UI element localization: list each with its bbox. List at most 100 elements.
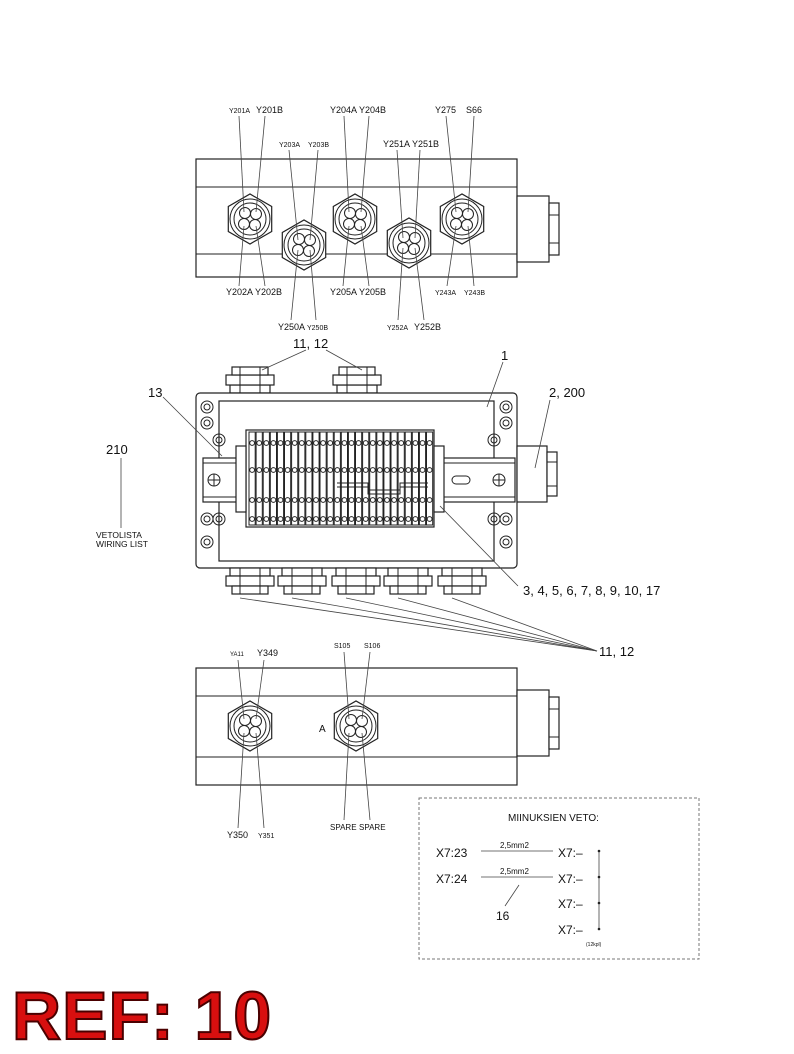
bottom-side-gland-2 <box>277 567 327 595</box>
wiring-box: MIINUKSIEN VETO: X7:23 2,5mm2 X7:– X7:24… <box>418 797 700 960</box>
terminal <box>404 431 412 526</box>
bottom-view-gland-2 <box>333 700 379 752</box>
top-view-gland-4 <box>386 217 432 269</box>
top-view: Y201A Y201B Y203A Y203B Y204A Y204B Y251… <box>195 105 560 332</box>
bottom-side-gland-5 <box>437 567 487 595</box>
terminal <box>255 431 263 526</box>
mount-hole <box>212 433 226 447</box>
wire-row-2-size: 2,5mm2 <box>500 867 529 876</box>
terminal <box>326 431 334 526</box>
label-y201a: Y201A <box>229 108 250 115</box>
wiring-note-qty: (12kpl) <box>586 942 602 948</box>
label-y202b: Y202B <box>255 287 282 297</box>
callout-enclosure: 1 <box>501 348 508 363</box>
mount-hole <box>499 400 513 414</box>
wiring-box-frame <box>418 797 700 960</box>
terminal <box>362 431 370 526</box>
middle-view-side-gland <box>516 445 558 503</box>
top-view-gland-1 <box>227 193 273 245</box>
terminal <box>284 431 292 526</box>
terminal <box>376 431 384 526</box>
terminal <box>411 431 419 526</box>
top-view-gland-2 <box>281 219 327 271</box>
wire-row-2-from: X7:24 <box>436 872 468 886</box>
label-s106: S106 <box>364 643 380 650</box>
bottom-side-gland-3 <box>331 567 381 595</box>
terminal-block <box>235 429 445 528</box>
mount-hole <box>499 416 513 430</box>
terminal <box>355 431 363 526</box>
bottom-view: YA11 Y349 S105 S106 Y350 Y351 SPARE SPAR… <box>195 643 560 840</box>
terminal <box>312 431 320 526</box>
mount-hole <box>499 535 513 549</box>
top-side-gland-2 <box>332 366 382 394</box>
label-y202a: Y202A <box>226 287 253 297</box>
terminal <box>340 431 348 526</box>
mount-hole <box>487 433 501 447</box>
callout-terminals: 3, 4, 5, 6, 7, 8, 9, 10, 17 <box>523 583 660 598</box>
bottom-side-gland-4 <box>383 567 433 595</box>
wiring-list-label-fi: VETOLISTA <box>96 530 142 540</box>
label-y351: Y351 <box>258 833 274 840</box>
callout-side-gland: 2, 200 <box>549 385 585 400</box>
label-y205b: Y205B <box>359 287 386 297</box>
label-y243a: Y243A <box>435 290 456 297</box>
label-s105: S105 <box>334 643 350 650</box>
label-y205a: Y205A <box>330 287 357 297</box>
label-y349: Y349 <box>257 648 278 658</box>
bottom-side-gland-1 <box>225 567 275 595</box>
bottom-view-side-gland <box>516 689 560 757</box>
wire-row-2-to: X7:– <box>558 872 583 886</box>
label-s66: S66 <box>466 105 482 115</box>
label-y204b: Y204B <box>359 105 386 115</box>
terminal <box>276 431 285 526</box>
callout-wiring-list-ref: 210 <box>106 442 128 457</box>
label-y250b: Y250B <box>307 325 328 332</box>
terminal <box>291 431 299 526</box>
callout-glands-bottom: 11, 12 <box>599 644 634 659</box>
terminal <box>333 431 341 526</box>
label-y250a: Y250A <box>278 322 305 332</box>
mount-hole <box>200 535 214 549</box>
terminal <box>347 431 356 526</box>
label-y203a: Y203A <box>279 142 300 149</box>
label-y252b: Y252B <box>414 322 441 332</box>
label-y350: Y350 <box>227 830 248 840</box>
label-y203b: Y203B <box>308 142 329 149</box>
label-y251a: Y251A <box>383 139 410 149</box>
bottom-view-gland-1 <box>227 700 273 752</box>
extra-to-1: X7:– <box>558 897 583 911</box>
terminal <box>269 431 277 526</box>
mount-hole <box>212 512 226 526</box>
label-y204a: Y204A <box>330 105 357 115</box>
mount-hole <box>200 400 214 414</box>
wire-row-1-from: X7:23 <box>436 846 468 860</box>
wiring-callout-16: 16 <box>496 909 510 923</box>
label-y275: Y275 <box>435 105 456 115</box>
label-y252a: Y252A <box>387 325 408 332</box>
label-spare-1: SPARE <box>330 823 357 832</box>
wiring-box-title: MIINUKSIEN VETO: <box>508 813 599 824</box>
terminal <box>383 431 391 526</box>
label-spare-2: SPARE <box>359 823 386 832</box>
callout-glands-top: 11, 12 <box>293 336 328 351</box>
wiring-list-label-en: WIRING LIST <box>96 539 148 549</box>
extra-to-2: X7:– <box>558 923 583 937</box>
wire-row-1-size: 2,5mm2 <box>500 841 529 850</box>
terminal <box>418 431 427 526</box>
terminal <box>369 431 377 526</box>
label-y201b: Y201B <box>256 105 283 115</box>
terminal <box>319 431 327 526</box>
terminal <box>397 431 405 526</box>
terminal <box>298 431 306 526</box>
label-y243b: Y243B <box>464 290 485 297</box>
middle-view: 11, 12 1 2, 200 13 210 VETOLISTA WIRING … <box>96 336 660 659</box>
terminal <box>390 431 398 526</box>
top-side-gland-1 <box>225 366 275 394</box>
label-ya11: YA11 <box>230 652 244 658</box>
terminal <box>262 431 270 526</box>
mount-hole <box>200 416 214 430</box>
terminal <box>248 431 256 526</box>
terminal <box>305 431 313 526</box>
